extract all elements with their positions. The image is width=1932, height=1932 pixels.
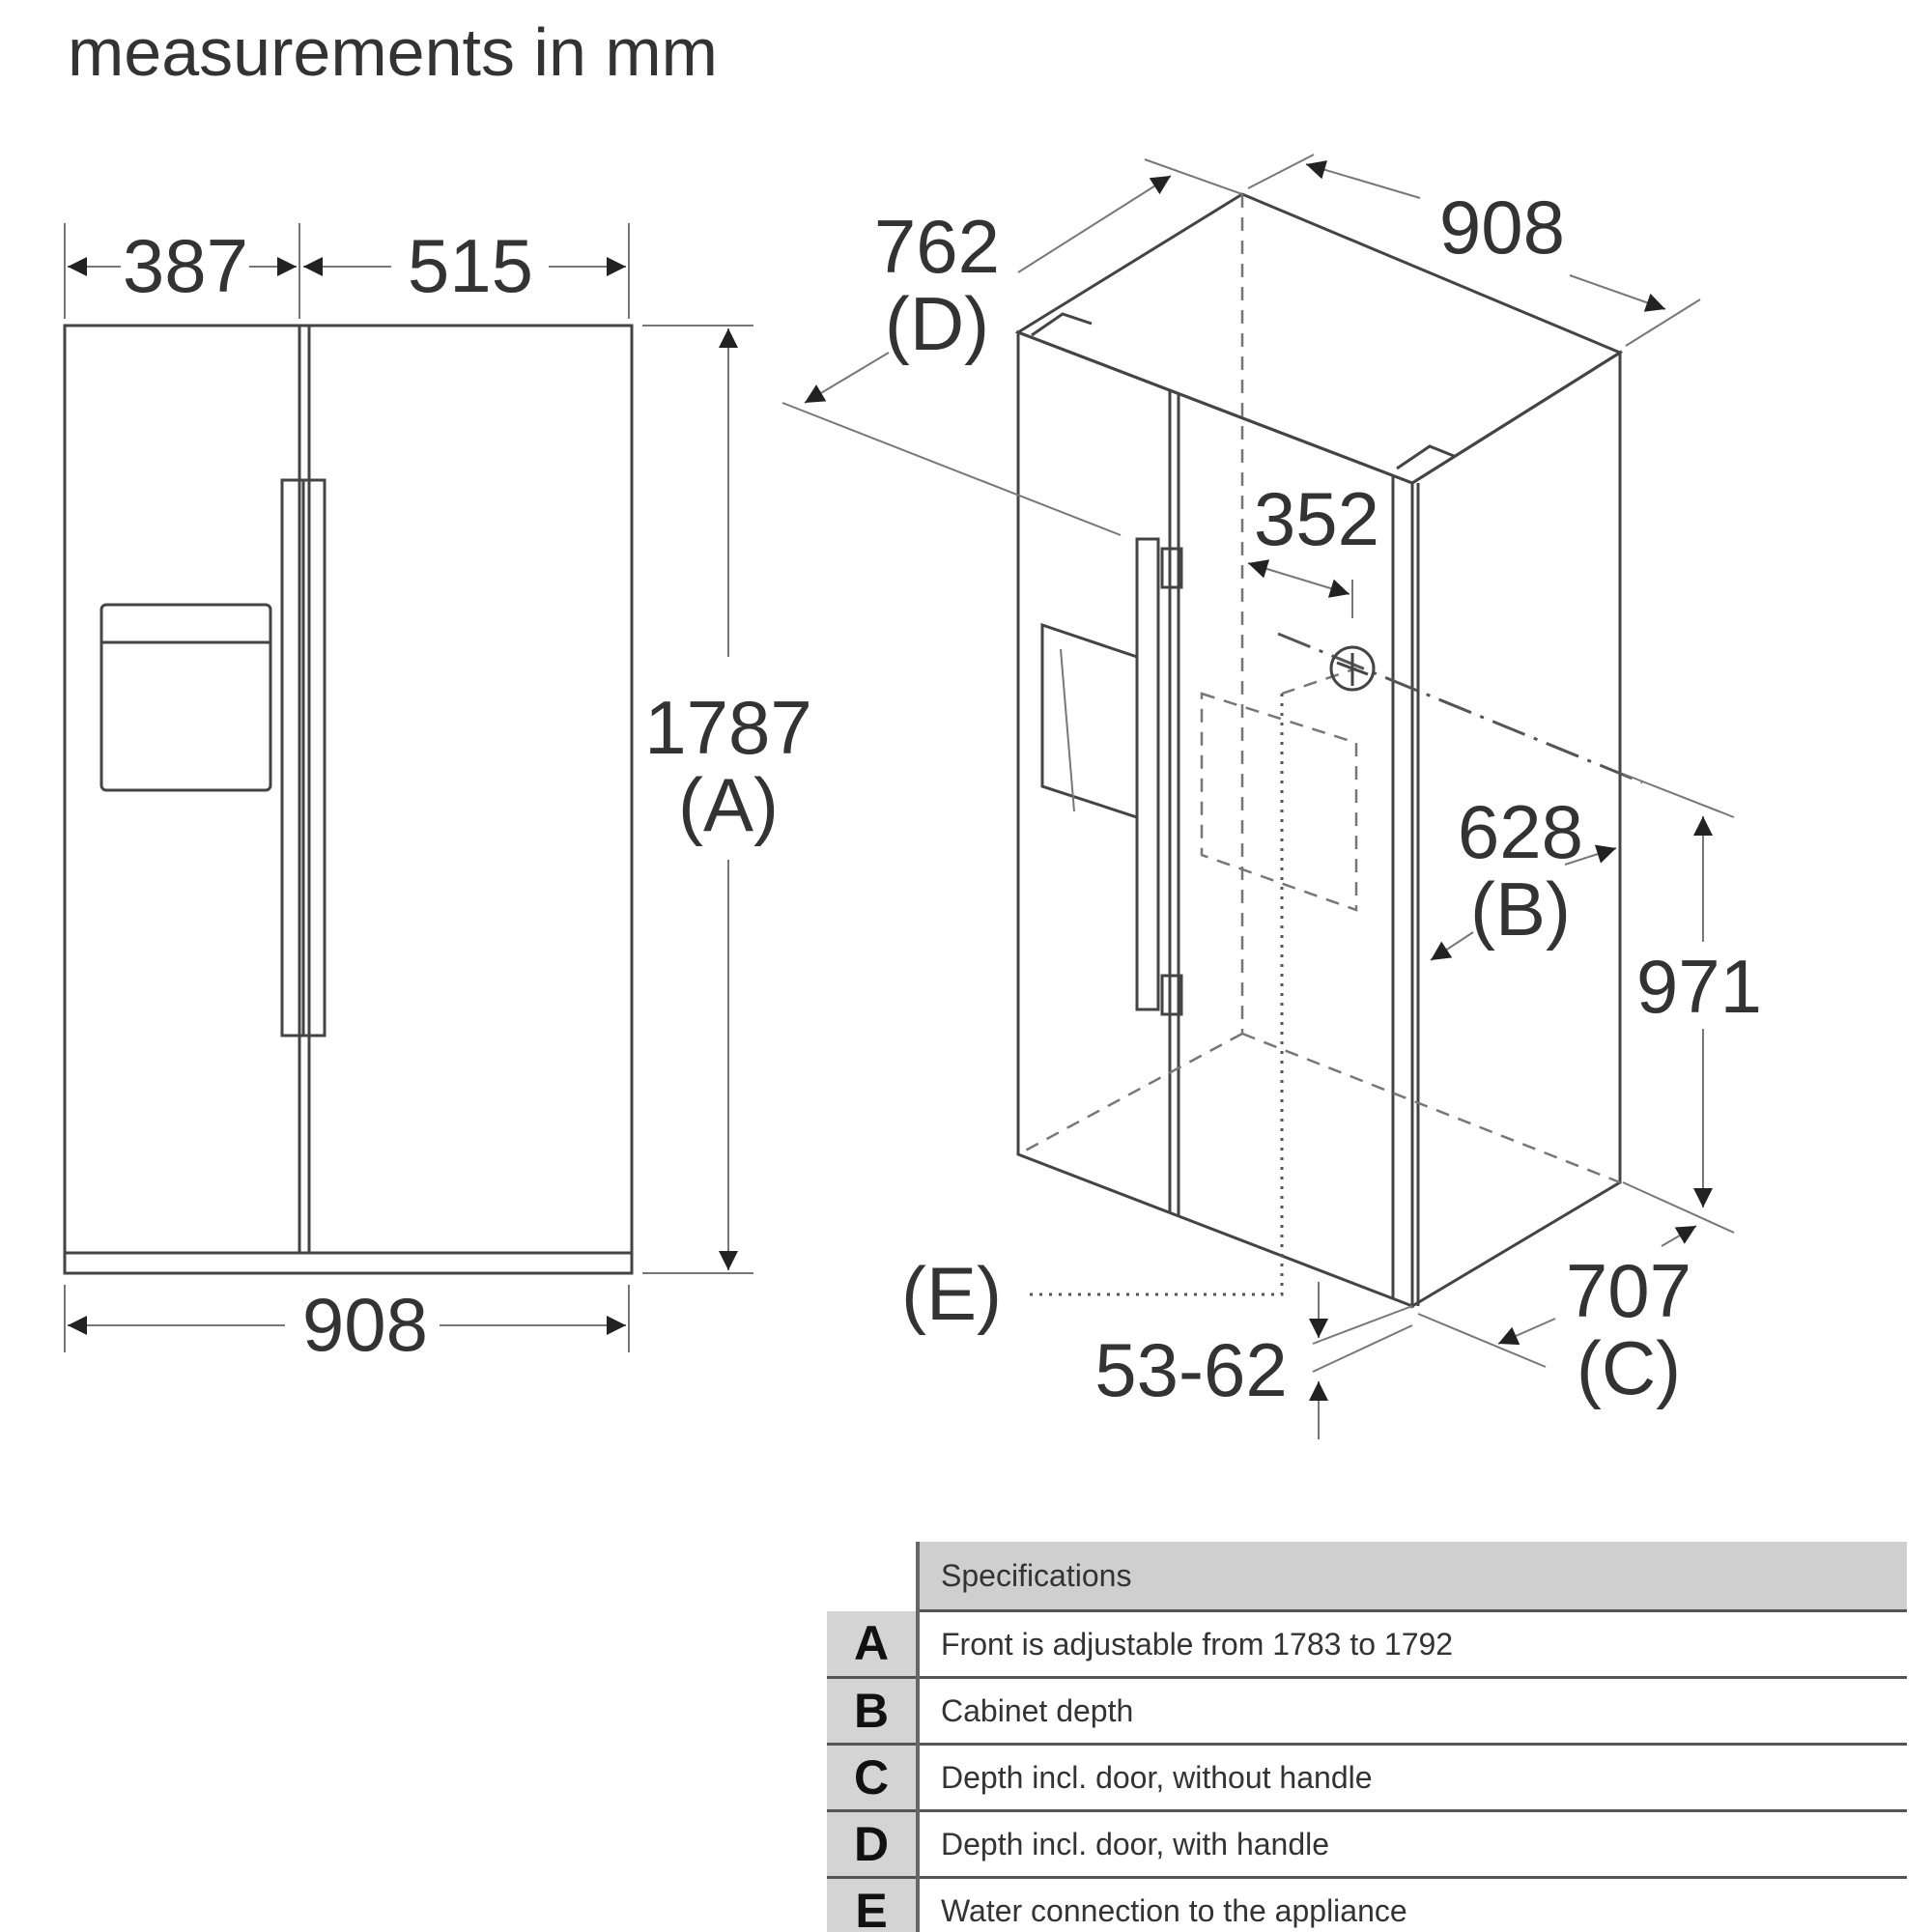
row-key: A [827, 1610, 920, 1679]
dim-height-key: (A) [678, 762, 779, 847]
specifications-table: Specifications A Front is adjustable fro… [827, 1542, 1907, 1932]
front-view-dimensions [64, 223, 753, 1352]
front-view-fridge [63, 324, 634, 1275]
dim-water-height: 971 [1636, 944, 1762, 1029]
row-text: Front is adjustable from 1783 to 1792 [918, 1610, 1907, 1679]
dim-water-offset: 352 [1254, 476, 1379, 561]
row-key: B [827, 1677, 920, 1746]
dim-height: 1787 [644, 685, 812, 770]
dim-left-door-width: 387 [123, 223, 248, 308]
row-text: Cabinet depth [918, 1677, 1907, 1746]
table-header-row: Specifications [827, 1542, 1907, 1612]
iso-door-handle [1135, 537, 1160, 1011]
dim-total-width: 908 [302, 1282, 428, 1367]
water-connection-line [1028, 694, 1284, 1296]
iso-view-dimensions [781, 154, 1735, 1439]
table-row: E Water connection to the appliance [827, 1877, 1907, 1932]
table-row: A Front is adjustable from 1783 to 1792 [827, 1610, 1907, 1679]
water-connection-key: (E) [901, 1251, 1002, 1336]
dim-cabinet-depth-key: (B) [1470, 867, 1571, 952]
row-key: D [827, 1810, 920, 1879]
dim-right-door-width: 515 [408, 223, 533, 308]
table-row: C Depth incl. door, without handle [827, 1744, 1907, 1812]
iso-water-dispenser [1040, 622, 1139, 820]
dim-depth-with-handle-key: (D) [885, 281, 989, 366]
water-dispenser [99, 603, 272, 792]
dim-depth-without-handle: 707 [1566, 1248, 1691, 1333]
row-text: Depth incl. door, without handle [918, 1744, 1907, 1812]
row-text: Depth incl. door, with handle [918, 1810, 1907, 1879]
dim-iso-width: 908 [1439, 185, 1565, 270]
dim-depth-with-handle: 762 [874, 204, 1000, 289]
table-row: D Depth incl. door, with handle [827, 1810, 1907, 1879]
dim-cabinet-depth: 628 [1458, 789, 1583, 874]
dim-feet-range: 53-62 [1094, 1327, 1288, 1412]
table-header: Specifications [918, 1542, 1907, 1612]
table-row: B Cabinet depth [827, 1677, 1907, 1746]
row-key: E [827, 1877, 920, 1932]
iso-view-fridge [1014, 192, 1643, 1309]
water-connection-icon [1329, 645, 1376, 692]
row-key: C [827, 1744, 920, 1812]
dim-depth-without-handle-key: (C) [1577, 1325, 1681, 1410]
row-text: Water connection to the appliance [918, 1877, 1907, 1932]
page-title: measurements in mm [68, 14, 718, 90]
